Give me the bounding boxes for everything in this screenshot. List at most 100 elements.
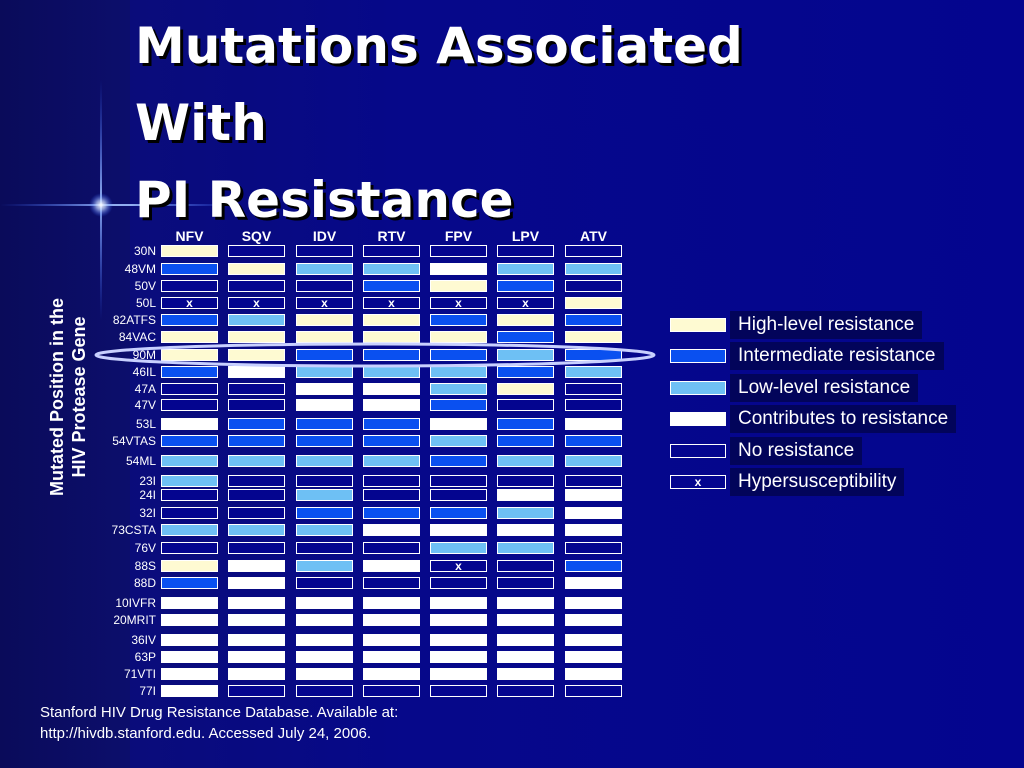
heatmap-cell xyxy=(161,634,218,646)
heatmap-cell xyxy=(430,507,487,519)
heatmap-cell xyxy=(161,435,218,447)
heatmap-cell xyxy=(296,399,353,411)
column-header-fpv: FPV xyxy=(445,228,473,244)
heatmap-cell xyxy=(363,668,420,680)
heatmap-cell xyxy=(430,331,487,343)
left-decorative-band xyxy=(0,0,130,768)
heatmap-cell xyxy=(430,614,487,626)
legend-swatch-none xyxy=(670,444,726,458)
heatmap-cell xyxy=(161,507,218,519)
heatmap-cell xyxy=(363,475,420,487)
heatmap-cell xyxy=(565,634,622,646)
heatmap-cell xyxy=(363,507,420,519)
heatmap-cell xyxy=(497,280,554,292)
heatmap-cell xyxy=(565,560,622,572)
heatmap-cell xyxy=(497,489,554,501)
row-label-53l: 53L xyxy=(136,417,156,431)
heatmap-cell xyxy=(161,597,218,609)
column-header-nfv: NFV xyxy=(176,228,205,244)
heatmap-cell xyxy=(430,685,487,697)
heatmap-cell xyxy=(363,435,420,447)
hypersusceptibility-marker: x xyxy=(388,296,395,310)
heatmap-cell xyxy=(161,383,218,395)
heatmap-cell xyxy=(363,542,420,554)
heatmap-cell xyxy=(497,399,554,411)
heatmap-cell xyxy=(497,560,554,572)
title-line-3: PI Resistance xyxy=(135,171,514,229)
source-line-2: http://hivdb.stanford.edu. Accessed July… xyxy=(40,725,372,742)
heatmap-cell xyxy=(161,297,218,309)
heatmap-cell xyxy=(296,560,353,572)
heatmap-cell xyxy=(161,685,218,697)
heatmap-cell xyxy=(565,314,622,326)
heatmap-cell xyxy=(228,597,285,609)
heatmap-cell xyxy=(565,597,622,609)
heatmap-cell xyxy=(565,542,622,554)
heatmap-cell xyxy=(296,542,353,554)
heatmap-cell xyxy=(161,489,218,501)
heatmap-cell xyxy=(228,489,285,501)
legend-swatch-hypersusceptibility: x xyxy=(670,475,726,489)
heatmap-cell xyxy=(565,280,622,292)
heatmap-cell xyxy=(296,245,353,257)
heatmap-cell xyxy=(161,668,218,680)
heatmap-cell xyxy=(497,668,554,680)
slide-title: Mutations Associated With PI Resistance xyxy=(135,8,743,239)
heatmap-cell xyxy=(363,455,420,467)
row-label-50l: 50L xyxy=(136,296,156,310)
heatmap-cell xyxy=(565,651,622,663)
heatmap-cell xyxy=(565,418,622,430)
row-label-88d: 88D xyxy=(134,576,156,590)
heatmap-cell xyxy=(430,542,487,554)
heatmap-cell xyxy=(497,651,554,663)
heatmap-cell xyxy=(228,297,285,309)
heatmap-cell xyxy=(497,597,554,609)
heatmap-cell xyxy=(296,297,353,309)
legend-label-high: High-level resistance xyxy=(730,311,923,339)
highlight-ellipse-90m xyxy=(94,342,656,368)
heatmap-cell xyxy=(161,399,218,411)
heatmap-cell xyxy=(565,614,622,626)
heatmap-cell xyxy=(497,507,554,519)
heatmap-cell xyxy=(565,263,622,275)
heatmap-cell xyxy=(228,542,285,554)
heatmap-cell xyxy=(363,577,420,589)
heatmap-cell xyxy=(497,634,554,646)
heatmap-cell xyxy=(296,418,353,430)
title-line-1: Mutations Associated xyxy=(135,17,743,75)
heatmap-cell xyxy=(228,263,285,275)
row-label-88s: 88S xyxy=(135,559,156,573)
source-citation: Stanford HIV Drug Resistance Database. A… xyxy=(40,702,398,744)
heatmap-cell xyxy=(228,280,285,292)
heatmap-cell xyxy=(565,245,622,257)
heatmap-cell xyxy=(161,560,218,572)
legend-swatch-contributes xyxy=(670,412,726,426)
heatmap-cell xyxy=(228,614,285,626)
legend-label-contributes: Contributes to resistance xyxy=(730,405,957,433)
row-label-48vm: 48VM xyxy=(125,262,156,276)
heatmap-cell xyxy=(296,383,353,395)
row-label-46il: 46IL xyxy=(133,365,157,379)
row-label-77i: 77I xyxy=(139,684,156,698)
heatmap-cell xyxy=(296,524,353,536)
heatmap-cell xyxy=(497,455,554,467)
star-flare-decoration xyxy=(0,80,240,320)
heatmap-cell xyxy=(430,245,487,257)
heatmap-cell xyxy=(497,542,554,554)
heatmap-cell xyxy=(161,245,218,257)
heatmap-cell xyxy=(430,597,487,609)
row-label-50v: 50V xyxy=(135,279,156,293)
legend-swatch-intermediate xyxy=(670,349,726,363)
source-line-1: Stanford HIV Drug Resistance Database. A… xyxy=(40,704,399,721)
heatmap-cell xyxy=(430,349,487,361)
heatmap-cell xyxy=(565,366,622,378)
heatmap-cell xyxy=(296,489,353,501)
heatmap-cell xyxy=(430,651,487,663)
hypersusceptibility-marker: x xyxy=(455,559,462,573)
heatmap-cell xyxy=(430,560,487,572)
heatmap-cell xyxy=(497,245,554,257)
heatmap-cell xyxy=(363,651,420,663)
heatmap-cell xyxy=(228,331,285,343)
